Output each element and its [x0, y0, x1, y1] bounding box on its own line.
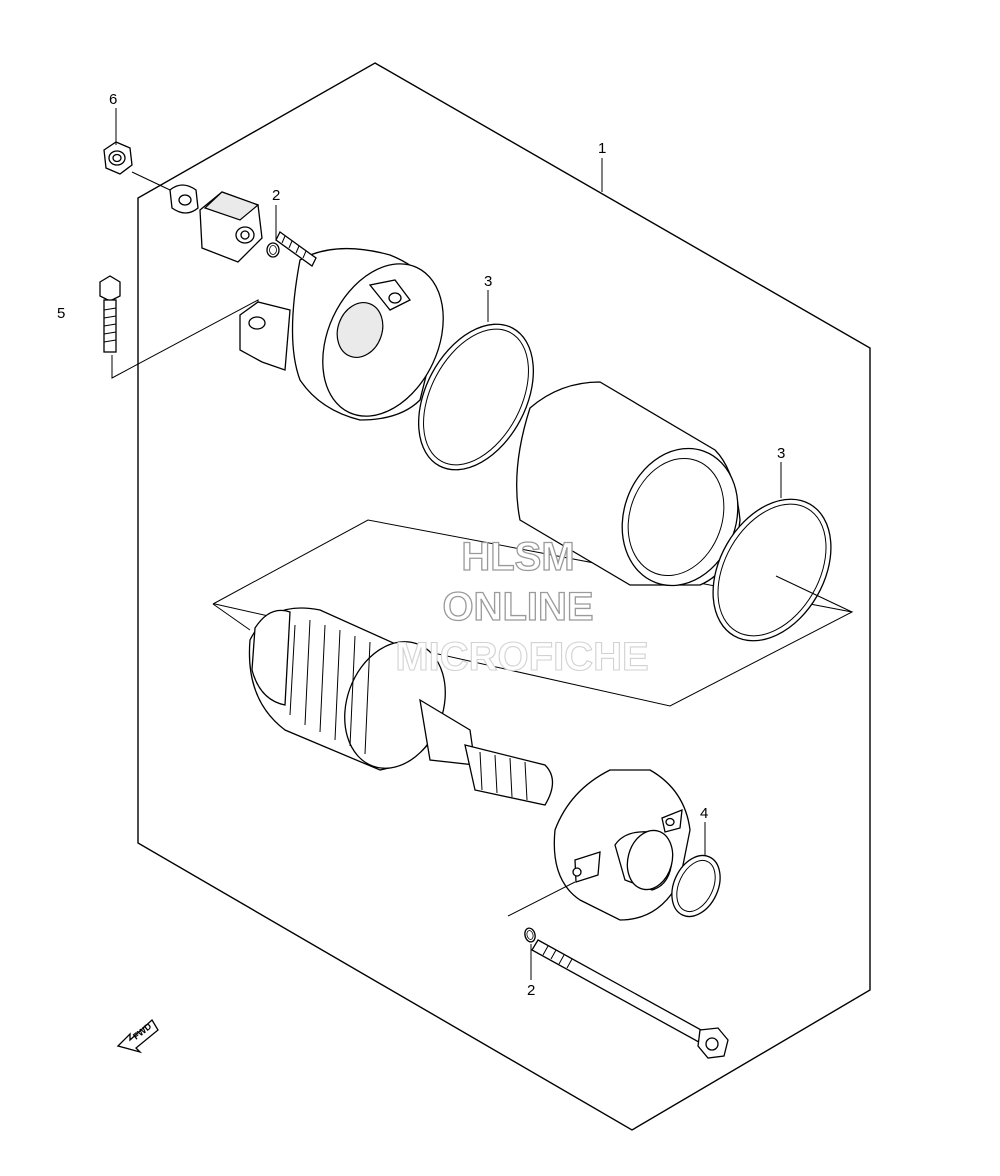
callout-3-left: 3 — [484, 273, 492, 290]
terminal-washer — [169, 184, 199, 214]
armature-subassembly-outline — [212, 519, 854, 707]
leader-3-right-tail — [775, 575, 853, 613]
rear-cover — [239, 247, 444, 421]
callout-2-top: 2 — [272, 187, 280, 204]
watermark-line-1: HLSM — [461, 535, 574, 579]
callout-4: 4 — [700, 805, 708, 822]
callout-5: 5 — [57, 305, 65, 322]
yoke-housing — [516, 381, 741, 587]
o-ring-2-bottom — [524, 927, 536, 943]
terminal-bolt — [275, 231, 317, 267]
callout-3-right: 3 — [777, 445, 785, 462]
nut-6 — [103, 141, 133, 175]
through-bolt — [531, 939, 729, 1059]
watermark-line-2: ONLINE — [442, 585, 593, 629]
watermark-line-3: MICROFICHE — [395, 635, 648, 679]
o-ring-3-left — [417, 323, 535, 471]
callout-6: 6 — [109, 91, 117, 108]
o-ring-4 — [671, 854, 721, 918]
front-cover — [553, 769, 691, 921]
callout-1: 1 — [598, 140, 606, 157]
armature — [248, 607, 554, 806]
bolt-5-leader-bracket — [111, 299, 259, 379]
terminal-insulator — [199, 191, 263, 263]
bolt-bracket-line — [507, 881, 576, 917]
forward-direction-arrow: FWD — [116, 1018, 159, 1054]
o-ring-2-top — [266, 242, 280, 258]
o-ring-3-right — [712, 498, 832, 642]
callout-2-bottom: 2 — [527, 982, 535, 999]
assembly-outline — [137, 62, 871, 1131]
terminal-axis-line — [131, 171, 171, 191]
bolt-5 — [99, 275, 121, 353]
armature-leader-left — [212, 603, 251, 631]
